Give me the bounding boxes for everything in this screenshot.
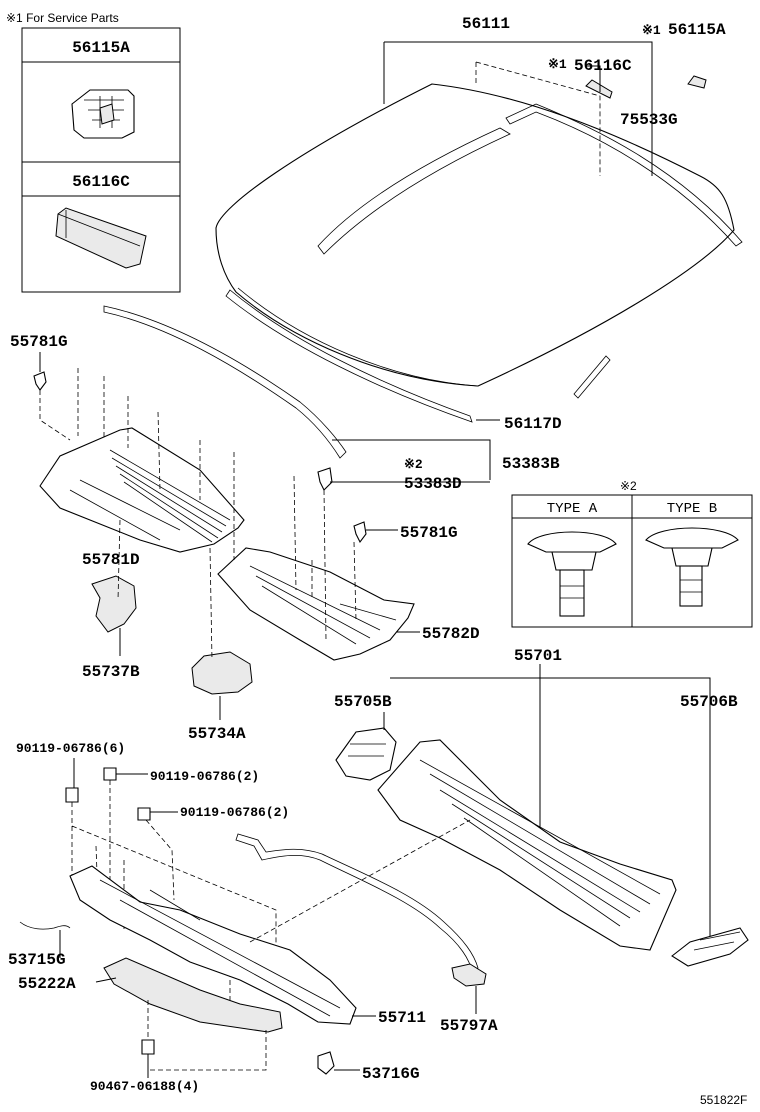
label-55781g-2: 55781G	[400, 524, 458, 542]
figure-code: 551822F	[700, 1093, 747, 1107]
service-item-label: 56116C	[72, 173, 130, 191]
label-55701: 55701	[514, 647, 562, 665]
legend-mark: ※2	[620, 479, 637, 493]
mark-2: ※2	[404, 457, 423, 472]
mark-1: ※1	[642, 23, 661, 38]
label-53383d: 53383D	[404, 475, 462, 493]
clip-56115a-illustration	[71, 89, 135, 139]
label-53383b: 53383B	[502, 455, 560, 473]
bracket-55705b	[335, 727, 397, 781]
label-55222a: 55222A	[18, 975, 76, 993]
clip-53716g	[317, 1051, 335, 1075]
label-53716g: 53716G	[362, 1065, 420, 1083]
cowl-louver-left	[39, 427, 245, 553]
label-55706b: 55706B	[680, 693, 738, 711]
label-56116c: 56116C	[574, 57, 632, 75]
windshield-assembly	[215, 41, 743, 423]
cowl-louver-group	[33, 305, 491, 695]
cowl-top-panel-group	[335, 664, 749, 967]
windshield-glass	[215, 83, 735, 387]
label-55782d: 55782D	[422, 625, 480, 643]
label-75533g: 75533G	[620, 111, 678, 129]
clip-type-a-illustration	[527, 531, 617, 617]
strip-56116c-illustration	[55, 207, 147, 269]
cowl-top-panel	[377, 739, 677, 951]
drain-hose	[235, 833, 479, 973]
cowl-seal-55737b	[91, 575, 137, 633]
clip-type-legend: ※2 TYPE A TYPE B	[511, 479, 753, 628]
lower-cowl-panel	[69, 865, 357, 1025]
label-90119-2a: 90119-06786(2)	[150, 769, 259, 784]
label-90467: 90467-06188(4)	[90, 1079, 199, 1094]
label-56111: 56111	[462, 15, 510, 33]
label-90119-2b: 90119-06786(2)	[180, 805, 289, 820]
label-55734a: 55734A	[188, 725, 246, 743]
shield-55222a	[103, 957, 283, 1033]
cowl-seal-strip	[103, 305, 347, 459]
clip-type-b-illustration	[645, 527, 739, 607]
label-56117d: 56117D	[504, 415, 562, 433]
weatherstrip	[505, 103, 743, 247]
label-55711: 55711	[378, 1009, 426, 1027]
wire-53715g	[19, 921, 71, 930]
service-note: ※1 For Service Parts	[6, 11, 119, 25]
lower-cowl-group	[19, 767, 487, 1075]
label-55737b: 55737B	[82, 663, 140, 681]
label-55781g: 55781G	[10, 333, 68, 351]
cowl-seal-55734a	[191, 651, 253, 695]
label-90119-6: 90119-06786(6)	[16, 741, 125, 756]
label-55705b: 55705B	[334, 693, 392, 711]
part-labels: 56111 ※1 56115A ※1 56116C 75533G 55781G …	[8, 15, 747, 1107]
mark-1: ※1	[548, 57, 567, 72]
legend-type-a: TYPE A	[547, 501, 598, 517]
cowl-louver-right	[217, 547, 415, 661]
legend-type-b: TYPE B	[667, 501, 717, 517]
label-55797a: 55797A	[440, 1017, 498, 1035]
label-56115a: 56115A	[668, 21, 726, 39]
service-item-label: 56115A	[72, 39, 130, 57]
label-53715g: 53715G	[8, 951, 66, 969]
service-parts-box: ※1 For Service Parts 56115A 56116C	[6, 11, 181, 293]
leader-lines	[39, 352, 420, 1078]
moulding-lower	[225, 289, 473, 423]
label-55781d: 55781D	[82, 551, 140, 569]
